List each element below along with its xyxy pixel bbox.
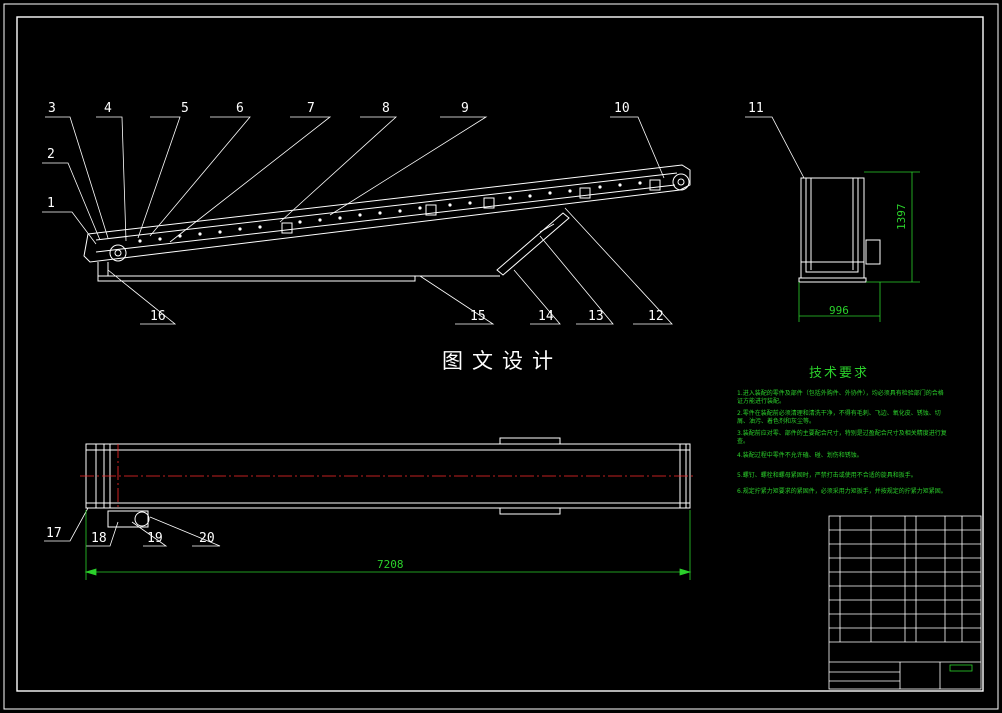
tech-requirements-title: 技术要求 (809, 366, 870, 381)
leader-lines-bottom (44, 507, 221, 547)
part-number-2: 2 (47, 147, 55, 162)
conveyor-plan-view (85, 437, 691, 528)
part-number-1: 1 (47, 196, 55, 211)
part-number-8: 8 (382, 101, 390, 116)
tech-note-3: 3.装配前应对零、部件的主要配合尺寸，特别是过盈配合尺寸及相关精度进行复查。 (737, 430, 947, 445)
drawing-title: 图文设计 (442, 349, 562, 373)
title-block (828, 515, 982, 690)
part-number-12: 12 (648, 309, 664, 324)
leader-lines-top (42, 116, 805, 325)
dimension-width: 996 (829, 304, 849, 317)
part-number-18: 18 (91, 531, 107, 546)
outer-frame (3, 3, 999, 710)
conveyor-end-view (798, 177, 881, 283)
part-number-16: 16 (150, 309, 166, 324)
part-number-9: 9 (461, 101, 469, 116)
end-view-dimensions (798, 171, 920, 322)
plan-centerlines (80, 444, 696, 508)
part-number-4: 4 (104, 101, 112, 116)
part-number-10: 10 (614, 101, 630, 116)
part-number-5: 5 (181, 101, 189, 116)
conveyor-rollers (138, 181, 642, 243)
part-number-15: 15 (470, 309, 486, 324)
part-number-14: 14 (538, 309, 554, 324)
part-number-3: 3 (48, 101, 56, 116)
part-number-17: 17 (46, 526, 62, 541)
tech-note-5: 5.螺钉、螺栓和螺母紧固时，严禁打击或使用不合适的旋具和扳手。 (737, 472, 917, 479)
inner-frame (16, 16, 984, 692)
dimension-length: 7208 (377, 558, 404, 571)
tech-note-1: 1.进入装配的零件及部件（包括外购件、外协件），均必须具有检验部门的合格证方能进… (737, 390, 944, 405)
dimension-height: 1397 (895, 203, 908, 231)
conveyor-side-view (83, 164, 691, 282)
tech-note-2: 2.零件在装配前必须清理和清洗干净，不得有毛刺、飞边、氧化皮、锈蚀、切屑、油污、… (737, 410, 941, 425)
part-number-6: 6 (236, 101, 244, 116)
tech-note-4: 4.装配过程中零件不允许磕、碰、划伤和锈蚀。 (737, 452, 863, 459)
part-number-11: 11 (748, 101, 764, 116)
part-number-13: 13 (588, 309, 604, 324)
length-dimension (84, 510, 692, 580)
tech-note-6: 6.规定拧紧力矩要求的紧固件，必须采用力矩扳手，并按规定的拧紧力矩紧固。 (737, 488, 947, 495)
part-number-19: 19 (147, 531, 163, 546)
part-number-7: 7 (307, 101, 315, 116)
part-number-20: 20 (199, 531, 215, 546)
